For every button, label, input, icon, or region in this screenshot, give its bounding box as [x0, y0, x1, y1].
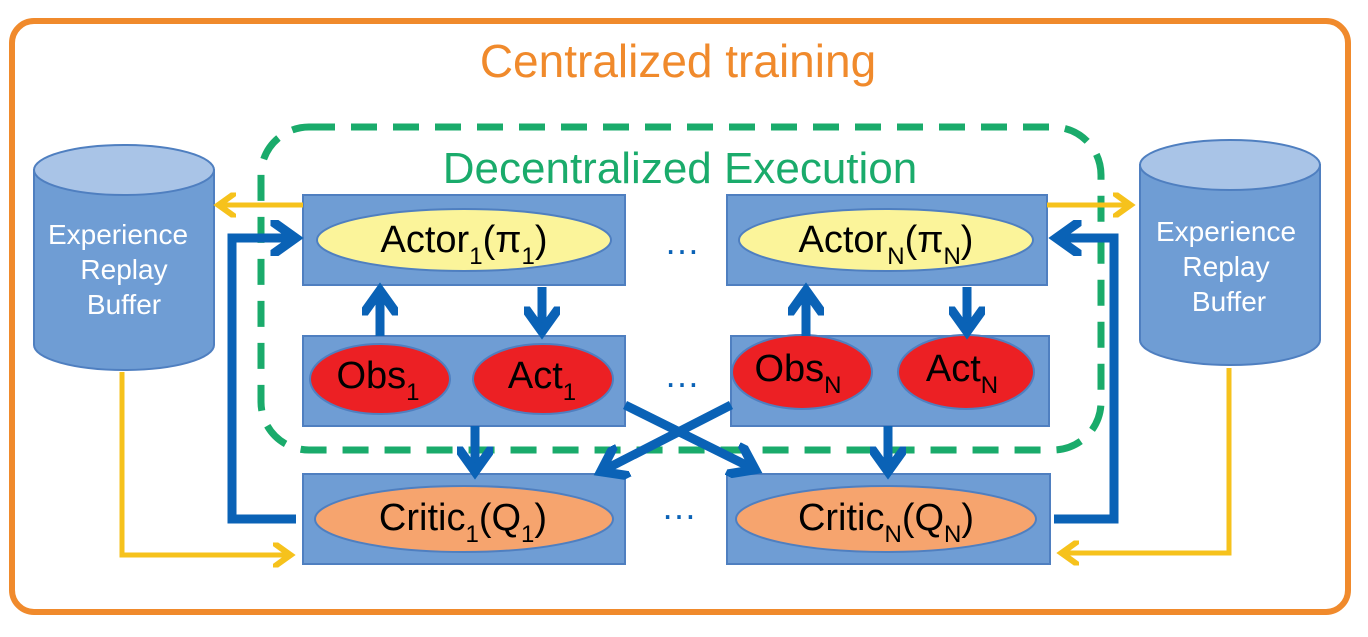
- act-1-ellipse: [472, 343, 614, 415]
- subtitle: Decentralized Execution: [443, 144, 917, 193]
- arrow-buffer-left-to-critic1: [119, 372, 288, 555]
- arrow-buffer-right-to-criticn: [1064, 368, 1232, 553]
- buffer-left-line2: Replay: [80, 254, 167, 285]
- buffer-right-line1: Experience: [1156, 216, 1296, 247]
- actor-n-label: ActorN(πN): [799, 219, 974, 270]
- buffer-left-line3: Buffer: [87, 289, 161, 320]
- obs-1-label: Obs1: [336, 355, 419, 406]
- centralized-training-frame: [9, 18, 1351, 615]
- arrow-obsact1-to-criticn: [623, 400, 752, 468]
- ellipsis-obs-row: …: [664, 354, 700, 395]
- replay-buffer-left: Experience Replay Buffer: [33, 144, 215, 371]
- arrow-critic1-to-actor1: [227, 238, 296, 524]
- arrow-criticn-to-actorn: [1054, 238, 1119, 524]
- buffer-left-line1: Experience: [48, 219, 188, 250]
- buffer-right-line2: Replay: [1182, 251, 1269, 282]
- buffer-right-line3: Buffer: [1192, 286, 1266, 317]
- obs-1-ellipse: [309, 343, 451, 415]
- decentralized-execution-region: [257, 123, 1105, 454]
- act-n-label: ActN: [926, 348, 998, 399]
- actor-1-label: Actor1(π1): [381, 219, 548, 270]
- critic-1-label: Critic1(Q1): [379, 497, 547, 548]
- obs-n-label: ObsN: [754, 348, 841, 399]
- ellipsis-critic-row: …: [661, 486, 697, 527]
- arrow-obsactn-to-critic1: [604, 400, 734, 470]
- title: Centralized training: [480, 35, 876, 87]
- ellipsis-actor-row: …: [664, 221, 700, 262]
- critic-n-label: CriticN(QN): [798, 497, 974, 548]
- replay-buffer-right: Experience Replay Buffer: [1139, 139, 1321, 366]
- actor-n-ellipse: [738, 208, 1034, 272]
- critic-1-ellipse: [314, 485, 614, 553]
- critic-n-ellipse: [735, 485, 1037, 553]
- actor-1-ellipse: [316, 208, 612, 272]
- act-1-label: Act1: [508, 355, 576, 406]
